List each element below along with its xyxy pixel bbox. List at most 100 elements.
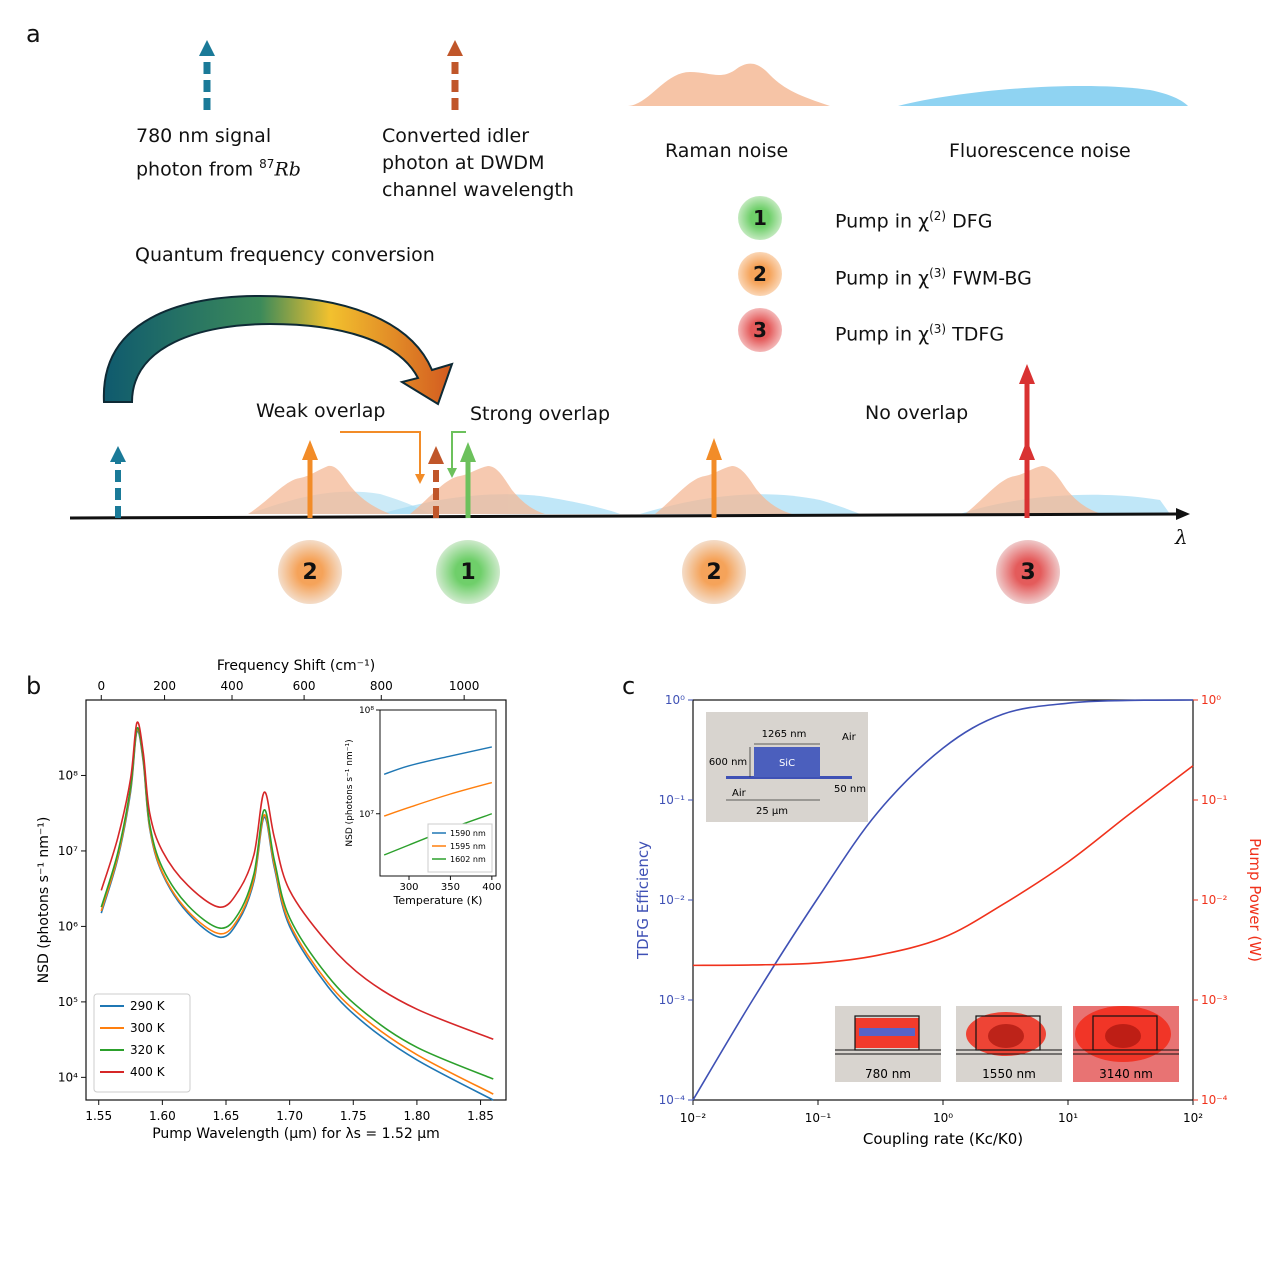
mode-peak <box>988 1024 1024 1048</box>
idler-arrow-icon <box>447 40 463 110</box>
legend-box <box>93 993 191 1093</box>
inset-x-tick-label: 300 <box>399 882 418 893</box>
x-tick-label: 10⁻¹ <box>805 1111 832 1125</box>
left-y-tick-label: 10⁻⁴ <box>659 1093 686 1107</box>
sic-core <box>754 747 820 777</box>
top-tick-label: 800 <box>370 679 393 693</box>
weak-overlap-label: Weak overlap <box>256 400 386 422</box>
core-label: SiC <box>779 758 795 769</box>
pump-power-line <box>692 765 1194 967</box>
panel-a-letter: a <box>26 20 41 48</box>
x-tick-label: 10⁻² <box>680 1111 707 1125</box>
x-tick-label: 1.70 <box>276 1109 303 1123</box>
x-tick-label: 1.85 <box>467 1109 494 1123</box>
y-tick-label: 10⁷ <box>58 844 78 858</box>
legend-label: 400 K <box>130 1065 166 1079</box>
efficiency-line <box>692 699 1194 1101</box>
fluorescence-noise-icon <box>898 85 1188 106</box>
qfc-arrow-icon <box>102 294 454 406</box>
y-axis-title: NSD (photons s⁻¹ nm⁻¹) <box>36 817 52 984</box>
y-tick-label: 10⁸ <box>58 768 78 782</box>
top-tick-label: 0 <box>97 679 105 693</box>
length-label: 25 μm <box>756 806 788 817</box>
mode-null <box>859 1028 915 1036</box>
series-line-320k <box>100 726 494 1080</box>
slab-layer <box>726 776 852 779</box>
inset-legend-label: 1595 nm <box>450 842 486 851</box>
legend-label: 320 K <box>130 1043 166 1057</box>
pump3-arrow-icon <box>1019 364 1035 518</box>
pump1-arrow-icon <box>460 442 476 518</box>
y-tick-label: 10⁵ <box>58 995 78 1009</box>
raman-noise-icon <box>628 63 830 106</box>
inset-legend-box <box>427 823 493 873</box>
left-y-tick-label: 10⁻³ <box>659 993 686 1007</box>
legend-pump-1: Pump in χ(2) DFG <box>835 209 993 233</box>
right-y-tick-label: 10⁻³ <box>1201 993 1228 1007</box>
inset-y-tick-label: 10⁸ <box>359 706 374 716</box>
x-tick-label: 1.55 <box>85 1109 112 1123</box>
axis-badge-3: 3 <box>996 540 1060 604</box>
x-tick-label: 1.75 <box>340 1109 367 1123</box>
inset-x-tick-label: 400 <box>482 882 501 893</box>
mode-label: 1550 nm <box>982 1067 1036 1081</box>
axis-signal-arrow-icon <box>110 446 126 518</box>
y-tick-label: 10⁴ <box>58 1070 78 1084</box>
mode-profile-1: 780 nm <box>835 1006 941 1082</box>
y-tick-label: 10⁶ <box>58 919 78 933</box>
x-tick-label: 10⁰ <box>933 1111 953 1125</box>
panel-c-letter: c <box>622 672 636 700</box>
width-label: 1265 nm <box>762 729 807 740</box>
mode-profile-2: 1550 nm <box>956 1006 1062 1082</box>
pump2-right-arrow-icon <box>706 438 722 518</box>
x-axis-title: Pump Wavelength (μm) for λs = 1.52 μm <box>152 1126 440 1142</box>
axis-badge-2-right: 2 <box>682 540 746 604</box>
x-tick-label: 10¹ <box>1058 1111 1078 1125</box>
top-tick-label: 600 <box>293 679 316 693</box>
plot-frame <box>85 699 507 1101</box>
axis-arrow-icon <box>1176 508 1190 520</box>
right-axis-title: Pump Power (W) <box>1246 838 1262 962</box>
legend-badge-2: 2 <box>738 252 782 296</box>
inset-x-title: Temperature (K) <box>393 894 483 907</box>
x-tick-label: 10² <box>1183 1111 1203 1125</box>
inset-legend-label: 1590 nm <box>450 829 486 838</box>
qfc-label: Quantum frequency conversion <box>135 244 435 266</box>
axis-badge-2-left: 2 <box>278 540 342 604</box>
legend-badge-3: 3 <box>738 308 782 352</box>
mode-label: 3140 nm <box>1099 1067 1153 1081</box>
inset-x-tick-label: 350 <box>441 882 460 893</box>
mode-label: 780 nm <box>865 1067 911 1081</box>
left-y-tick-label: 10⁻¹ <box>659 793 686 807</box>
x-tick-label: 1.80 <box>404 1109 431 1123</box>
inset-y-title: NSD (photons s⁻¹ nm⁻¹) <box>345 739 355 846</box>
pump2-left-arrow-icon <box>302 440 318 518</box>
signal-label: 780 nm signal <box>136 125 272 147</box>
right-y-tick-label: 10⁻⁴ <box>1201 1093 1228 1107</box>
top-tick-label: 200 <box>153 679 176 693</box>
legend-badge-1: 1 <box>738 196 782 240</box>
top-tick-label: 1000 <box>449 679 480 693</box>
axis-idler-arrow-icon <box>428 446 444 518</box>
left-y-tick-label: 10⁻² <box>659 893 686 907</box>
axis-badge-1: 1 <box>436 540 500 604</box>
slab-label: 50 nm <box>834 784 866 795</box>
mode-peak <box>1105 1024 1141 1048</box>
right-y-tick-label: 10⁻² <box>1201 893 1228 907</box>
x-axis-title: Coupling rate (Kc/K0) <box>863 1130 1023 1148</box>
bottom-air-label: Air <box>732 788 747 799</box>
inset-series-1595nm <box>383 781 493 817</box>
legend-pump-3: Pump in χ(3) TDFG <box>835 322 1005 346</box>
panel-a-diagram <box>69 40 1190 520</box>
mode-profile-3: 3140 nm <box>1073 1006 1179 1082</box>
idler-label-3: channel wavelength <box>382 179 574 201</box>
right-y-tick-label: 10⁰ <box>1201 693 1221 707</box>
panel-c-chart: 10⁻² 10⁻¹ 10⁰ 10¹ 10² 10⁻⁴ 10⁻³ 10⁻² 10⁻¹ 10⁰ 10⁻⁴… <box>634 693 1262 1148</box>
panel-b-letter: b <box>26 672 42 700</box>
fluorescence-label: Fluorescence noise <box>949 140 1131 162</box>
height-label: 600 nm <box>709 757 747 768</box>
inset-y-tick-label: 10⁷ <box>359 810 374 820</box>
signal-arrow-icon <box>199 40 215 110</box>
